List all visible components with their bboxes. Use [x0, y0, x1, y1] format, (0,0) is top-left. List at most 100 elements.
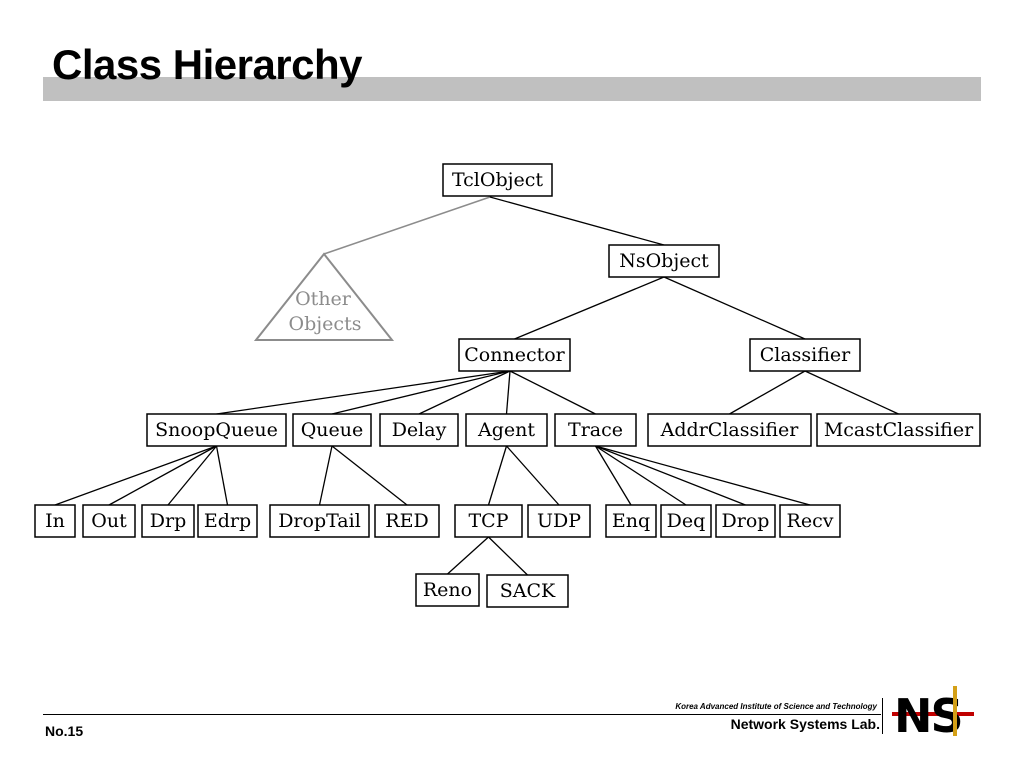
edge-tclobject-nsobject [489, 196, 665, 246]
node-box-trace [554, 413, 637, 447]
node-box-snoopqueue [146, 413, 287, 447]
node-label-tcp: TCP [469, 510, 509, 532]
node-label-tclobject: TclObject [452, 169, 543, 191]
node-nsobject: NsObject [608, 244, 720, 278]
edge-agent-udp [506, 445, 560, 506]
edge-connector-queue [331, 370, 511, 415]
node-box-classifier [749, 338, 861, 372]
node-box-tclobject [442, 163, 553, 197]
edges-layer [54, 196, 899, 576]
node-trace: Trace [554, 413, 637, 447]
node-droptail: DropTail [269, 504, 370, 538]
node-drop: Drop [715, 504, 776, 538]
node-label-droptail: DropTail [278, 510, 361, 532]
node-in: In [34, 504, 76, 538]
node-enq: Enq [605, 504, 657, 538]
edge-snoopqueue-in [54, 445, 217, 506]
node-label-queue: Queue [301, 419, 364, 441]
node-edrp: Edrp [197, 504, 258, 538]
edge-nsobject-connector [514, 276, 665, 340]
edge-agent-tcp [487, 445, 508, 506]
node-box-addrclassifier [647, 413, 812, 447]
node-box-drop [715, 504, 776, 538]
node-label-nsobject: NsObject [619, 250, 709, 272]
node-label-drp: Drp [150, 510, 186, 532]
node-box-out [82, 504, 136, 538]
node-snoopqueue: SnoopQueue [146, 413, 287, 447]
node-connector: Connector [458, 338, 571, 372]
node-label-mcastclassifier: McastClassifier [824, 419, 974, 441]
node-out: Out [82, 504, 136, 538]
edge-connector-delay [418, 370, 511, 415]
edge-classifier-addrclassifier [729, 370, 806, 415]
slide-title: Class Hierarchy [52, 41, 363, 88]
edge-tcp-reno [447, 536, 489, 575]
other-objects-label-line1: Other [295, 288, 352, 310]
footer-divider [43, 714, 881, 715]
lab-name: Network Systems Lab. [730, 716, 880, 732]
node-label-udp: UDP [537, 510, 581, 532]
node-tcp: TCP [454, 504, 523, 538]
node-box-agent [465, 413, 548, 447]
node-box-mcastclassifier [816, 413, 981, 447]
node-drp: Drp [141, 504, 195, 538]
node-label-edrp: Edrp [204, 510, 251, 532]
node-label-recv: Recv [787, 510, 834, 532]
edge-snoopqueue-out [108, 445, 217, 506]
node-red: RED [374, 504, 440, 538]
node-box-udp [527, 504, 591, 538]
edge-connector-trace [509, 370, 596, 415]
node-box-drp [141, 504, 195, 538]
node-mcastclassifier: McastClassifier [816, 413, 981, 447]
footer-separator [882, 698, 883, 734]
node-label-classifier: Classifier [760, 344, 851, 366]
node-label-snoopqueue: SnoopQueue [155, 419, 278, 441]
edge-connector-snoopqueue [216, 370, 511, 415]
node-addrclassifier: AddrClassifier [647, 413, 812, 447]
institute-name: Korea Advanced Institute of Science and … [675, 702, 877, 711]
node-classifier: Classifier [749, 338, 861, 372]
node-udp: UDP [527, 504, 591, 538]
node-deq: Deq [660, 504, 712, 538]
node-recv: Recv [779, 504, 841, 538]
edge-snoopqueue-drp [167, 445, 218, 506]
node-box-tcp [454, 504, 523, 538]
node-tclobject: TclObject [442, 163, 553, 197]
node-label-sack: SACK [500, 580, 556, 602]
node-label-deq: Deq [667, 510, 706, 532]
edge-nsobject-classifier [663, 276, 806, 340]
edge-classifier-mcastclassifier [804, 370, 899, 415]
logo-letters: NS [894, 689, 962, 740]
node-label-red: RED [385, 510, 428, 532]
edge-tcp-sack [488, 536, 528, 576]
node-box-sack [486, 574, 569, 608]
edge-tclobject-other_objects [323, 196, 491, 255]
ns-lab-logo: NS [892, 686, 974, 740]
node-sack: SACK [486, 574, 569, 608]
logo-red-stripe [892, 712, 974, 716]
edge-queue-red [331, 445, 408, 506]
node-box-reno [415, 573, 480, 607]
node-box-delay [379, 413, 459, 447]
node-delay: Delay [379, 413, 459, 447]
node-reno: Reno [415, 573, 480, 607]
node-box-enq [605, 504, 657, 538]
node-label-connector: Connector [464, 344, 565, 366]
node-box-connector [458, 338, 571, 372]
edge-trace-drop [595, 445, 746, 506]
edge-snoopqueue-edrp [215, 445, 229, 506]
node-box-queue [292, 413, 372, 447]
node-box-recv [779, 504, 841, 538]
node-label-trace: Trace [568, 419, 623, 441]
node-label-reno: Reno [423, 579, 472, 601]
edge-trace-recv [595, 445, 811, 506]
title-underline-bar [43, 77, 981, 101]
other-objects-label-line2: Objects [289, 313, 362, 335]
edge-trace-deq [595, 445, 687, 506]
node-label-out: Out [91, 510, 127, 532]
node-label-in: In [45, 510, 65, 532]
edge-queue-droptail [318, 445, 333, 506]
node-label-delay: Delay [392, 419, 447, 441]
